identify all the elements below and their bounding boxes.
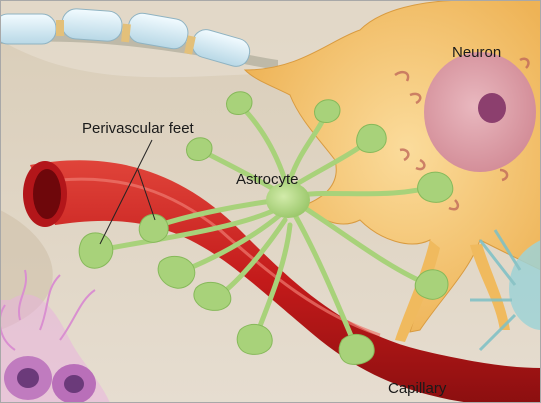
- neuron-label: Neuron: [452, 45, 501, 60]
- perivascular-foot: [418, 172, 453, 202]
- perivascular-foot: [315, 100, 340, 123]
- perivascular-foot: [339, 334, 374, 364]
- neuron-nucleolus: [478, 93, 506, 123]
- perivascular-foot: [194, 282, 231, 310]
- perivascular-foot: [357, 124, 387, 152]
- perivascular-foot: [237, 324, 272, 354]
- perivascular-foot: [187, 138, 212, 161]
- perivascular-foot: [227, 92, 252, 115]
- perivascular-feet-label: Perivascular feet: [82, 121, 194, 136]
- capillary-label: Capillary: [388, 381, 446, 396]
- perivascular-foot: [139, 214, 168, 242]
- perivascular-foot: [79, 233, 113, 268]
- astrocyte-label: Astrocyte: [236, 172, 299, 187]
